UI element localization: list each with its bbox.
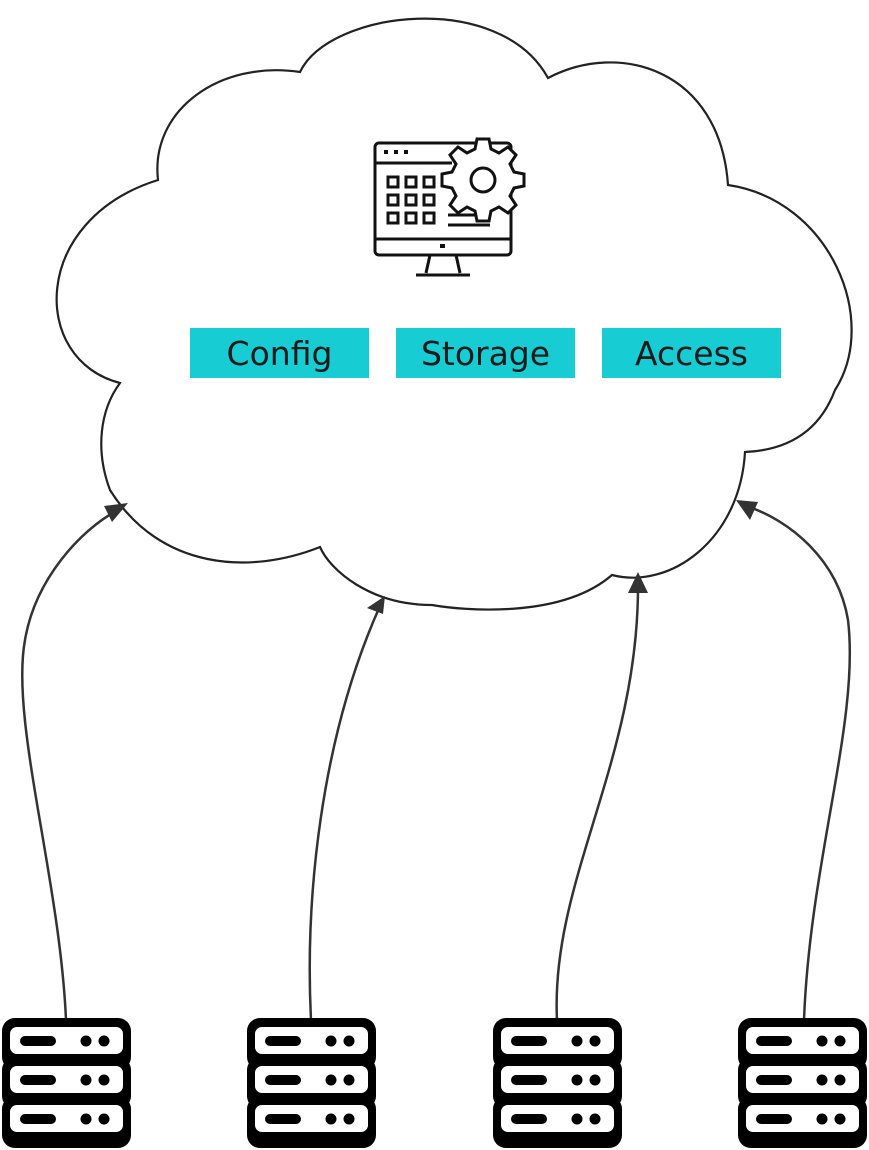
arrowhead-3 (628, 572, 648, 593)
label-config-text: Config (226, 333, 333, 373)
label-access: Access (602, 328, 781, 378)
arrow-4 (745, 504, 852, 1021)
monitor-settings-icon (373, 137, 526, 277)
arrowheads (104, 500, 758, 614)
arrowhead-2 (367, 596, 385, 614)
label-config: Config (190, 328, 369, 378)
server-rack-icon (2, 1018, 131, 1148)
arrows (21, 504, 852, 1021)
label-storage-text: Storage (420, 333, 551, 373)
arrow-3 (555, 579, 640, 1021)
server-rack-icon (247, 1018, 376, 1148)
server-rack-icon (493, 1018, 622, 1148)
label-storage: Storage (396, 328, 575, 378)
arrow-2 (308, 605, 382, 1021)
arrow-1 (21, 508, 119, 1021)
server-rack-icon (738, 1018, 867, 1148)
arrowhead-1 (104, 503, 128, 522)
label-access-text: Access (635, 333, 748, 373)
cloud-shape (55, 17, 853, 611)
arrowhead-4 (736, 500, 758, 520)
